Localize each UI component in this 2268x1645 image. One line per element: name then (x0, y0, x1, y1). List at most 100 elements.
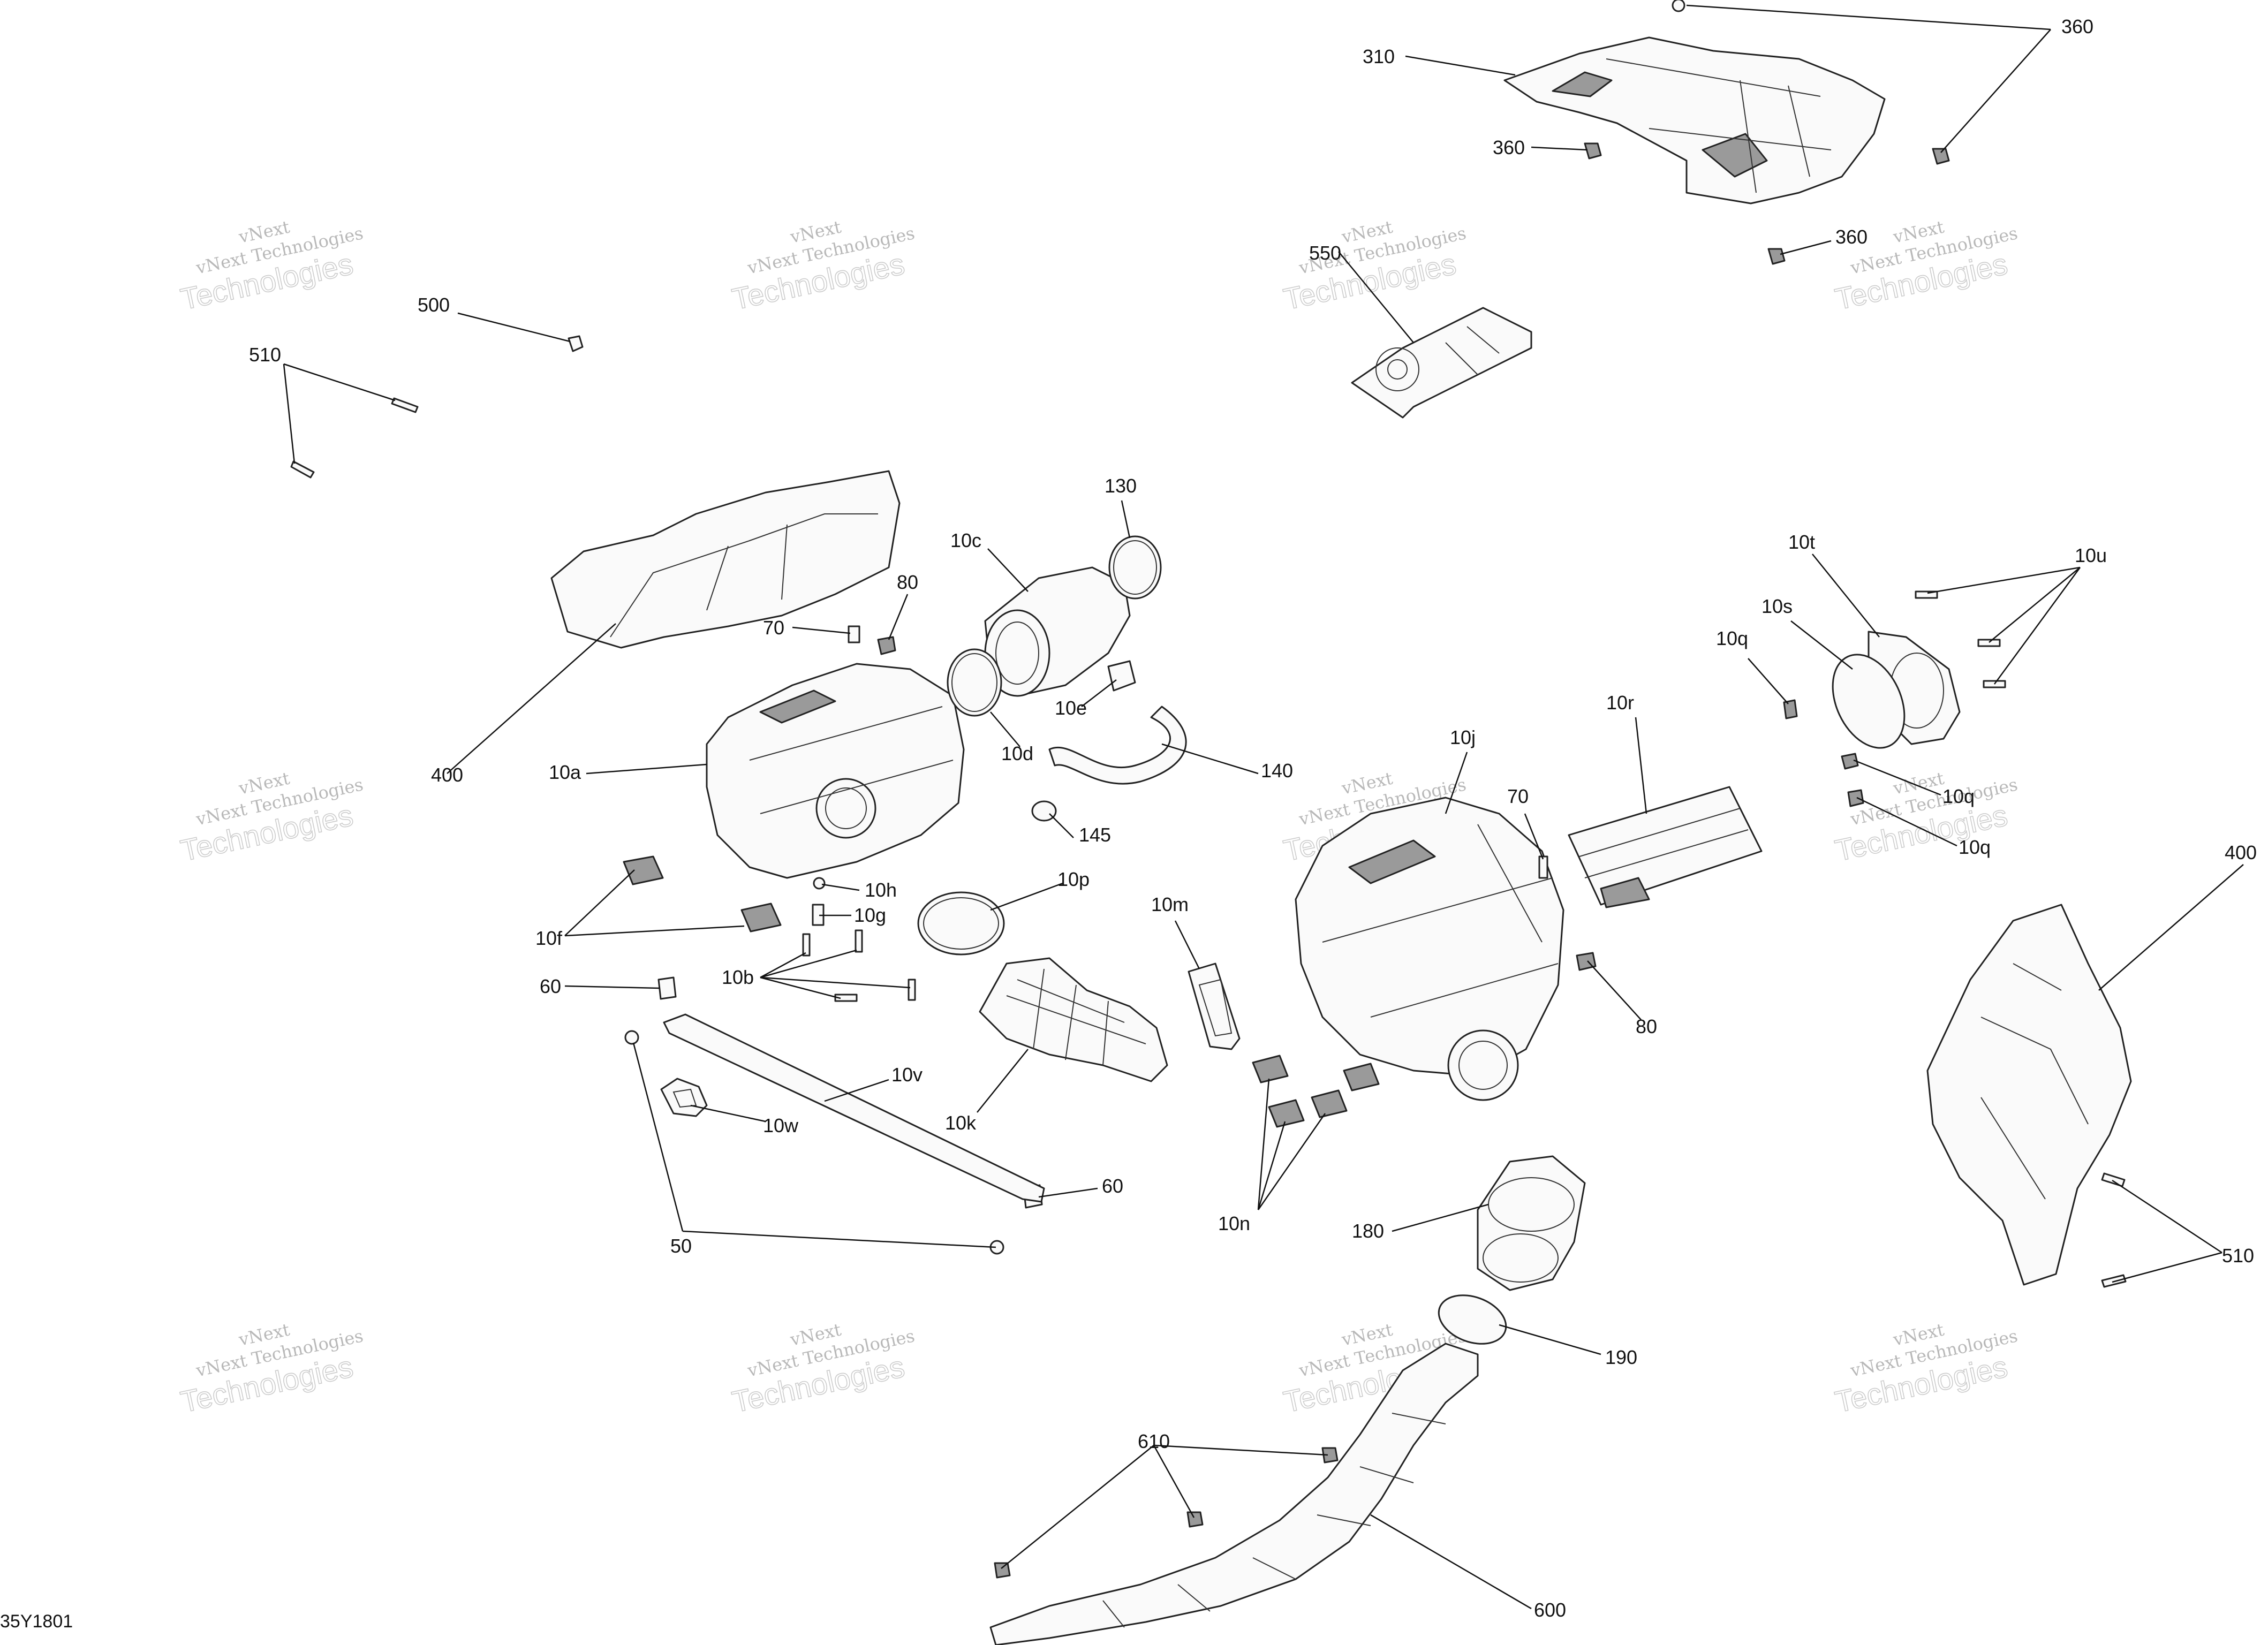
part-10q-c (1847, 789, 1864, 807)
screw-10u-a (1915, 590, 1938, 599)
part-10h (813, 877, 826, 890)
bolt-50-a (624, 1030, 639, 1045)
callout-10f: 10f (535, 927, 563, 949)
pad-10f-a (623, 855, 664, 885)
side-panel-400-right (1926, 904, 2132, 1286)
callout-360: 360 (1493, 137, 1525, 158)
grommet-10w (660, 1078, 708, 1117)
callout-180: 180 (1352, 1220, 1384, 1242)
callout-190: 190 (1605, 1346, 1637, 1368)
filter-10r (1568, 786, 1763, 908)
pad-10n-d (1343, 1063, 1380, 1091)
callout-80: 80 (897, 571, 918, 593)
screw-10b-c (834, 994, 858, 1002)
hose-140 (1048, 706, 1187, 785)
nut-610-c (994, 1562, 1011, 1579)
callout-400: 400 (431, 764, 463, 786)
watermark: vNext vNext Technologies Technologies (1832, 217, 2020, 317)
clamp-130 (1108, 535, 1162, 600)
callout-550: 550 (1309, 242, 1341, 264)
callout-10k: 10k (945, 1112, 977, 1134)
callout-360: 360 (1835, 226, 1868, 248)
clip-80-a (877, 636, 896, 655)
callout-10m: 10m (1151, 893, 1189, 915)
callout-10s: 10s (1762, 595, 1793, 617)
plate-550 (1351, 307, 1532, 419)
oring-10s (1832, 654, 1906, 749)
callout-610: 610 (1138, 1430, 1170, 1452)
callout-70: 70 (1507, 785, 1529, 807)
callout-10t: 10t (1788, 531, 1815, 553)
side-panel-400-left (550, 470, 901, 649)
pad-10f-b (740, 903, 782, 933)
clip-500 (568, 335, 584, 352)
spacer-10g (812, 904, 825, 926)
callout-10e: 10e (1055, 697, 1087, 719)
callout-10p: 10p (1057, 868, 1090, 890)
callout-145: 145 (1079, 824, 1111, 846)
callout-10b: 10b (722, 966, 754, 988)
watermark: vNext vNext Technologies Technologies (1280, 217, 1468, 317)
intake-duct-600 (989, 1343, 1479, 1645)
callout-60: 60 (1102, 1175, 1123, 1197)
callout-10n: 10n (1218, 1212, 1250, 1234)
callout-510: 510 (2222, 1245, 2254, 1267)
screw-10u-b (1977, 639, 2001, 647)
ring-10p (917, 891, 1005, 956)
screw-10b-a (802, 933, 811, 957)
airbox-10a (706, 663, 965, 879)
watermark: vNext vNext Technologies Technologies (729, 217, 917, 317)
ring-10d (947, 648, 1002, 717)
screw-10b-b (855, 929, 863, 953)
callout-10h: 10h (865, 879, 897, 901)
callout-10r: 10r (1606, 692, 1634, 714)
callout-50: 50 (670, 1235, 692, 1257)
callout-10j: 10j (1450, 726, 1476, 748)
part-10q-a (1783, 699, 1798, 719)
clip-60-a (657, 976, 677, 1000)
nut-360-top (1672, 0, 1685, 12)
watermark: vNext vNext Technologies Technologies (177, 768, 365, 868)
gasket-10m (1188, 962, 1241, 1050)
callout-500: 500 (418, 294, 450, 316)
callout-130: 130 (1105, 475, 1137, 497)
boot-180 (1477, 1155, 1586, 1291)
airbox-10j (1295, 797, 1564, 1101)
parts-group (290, 0, 2132, 1645)
callout-10w: 10w (763, 1115, 799, 1136)
pad-10n-b (1268, 1099, 1305, 1128)
callout-10v: 10v (891, 1064, 923, 1086)
callout-80: 80 (1636, 1015, 1657, 1037)
nut-360-left (1584, 142, 1602, 160)
diagram-reference-code: 35Y1801 (0, 1611, 73, 1632)
nut-610-b (1186, 1511, 1204, 1528)
nut-360-right (1932, 148, 1950, 165)
watermark: vNext vNext Technologies Technologies (729, 1320, 917, 1420)
clamp-190 (1438, 1294, 1507, 1345)
screw-10b-d (908, 979, 916, 1001)
callout-10a: 10a (549, 761, 581, 783)
watermark-group: vNext vNext Technologies Technologies vN… (177, 217, 2020, 1420)
callout-10q: 10q (1716, 627, 1748, 649)
callout-310: 310 (1363, 46, 1395, 67)
callout-10q: 10q (1942, 785, 1975, 807)
watermark: vNext vNext Technologies Technologies (177, 1320, 365, 1420)
leader-lines (283, 4, 2244, 1610)
callout-60: 60 (540, 975, 561, 997)
callout-10q: 10q (1959, 836, 1991, 858)
screw-70-b (1538, 855, 1548, 879)
callout-labels: 360 310 360 360 550 500 510 130 10c 80 7… (249, 16, 2257, 1621)
strap-10v (663, 1013, 1045, 1203)
callout-10g: 10g (854, 904, 886, 926)
duct-10k (979, 957, 1168, 1082)
pad-10n-c (1311, 1089, 1348, 1118)
callout-400: 400 (2225, 842, 2257, 863)
callout-70: 70 (763, 617, 784, 639)
nut-610-a (1321, 1447, 1339, 1464)
watermark: vNext vNext Technologies Technologies (1832, 1320, 2020, 1420)
callout-510: 510 (249, 344, 281, 366)
callout-10d: 10d (1001, 742, 1033, 764)
fitting-10e (1107, 660, 1136, 692)
